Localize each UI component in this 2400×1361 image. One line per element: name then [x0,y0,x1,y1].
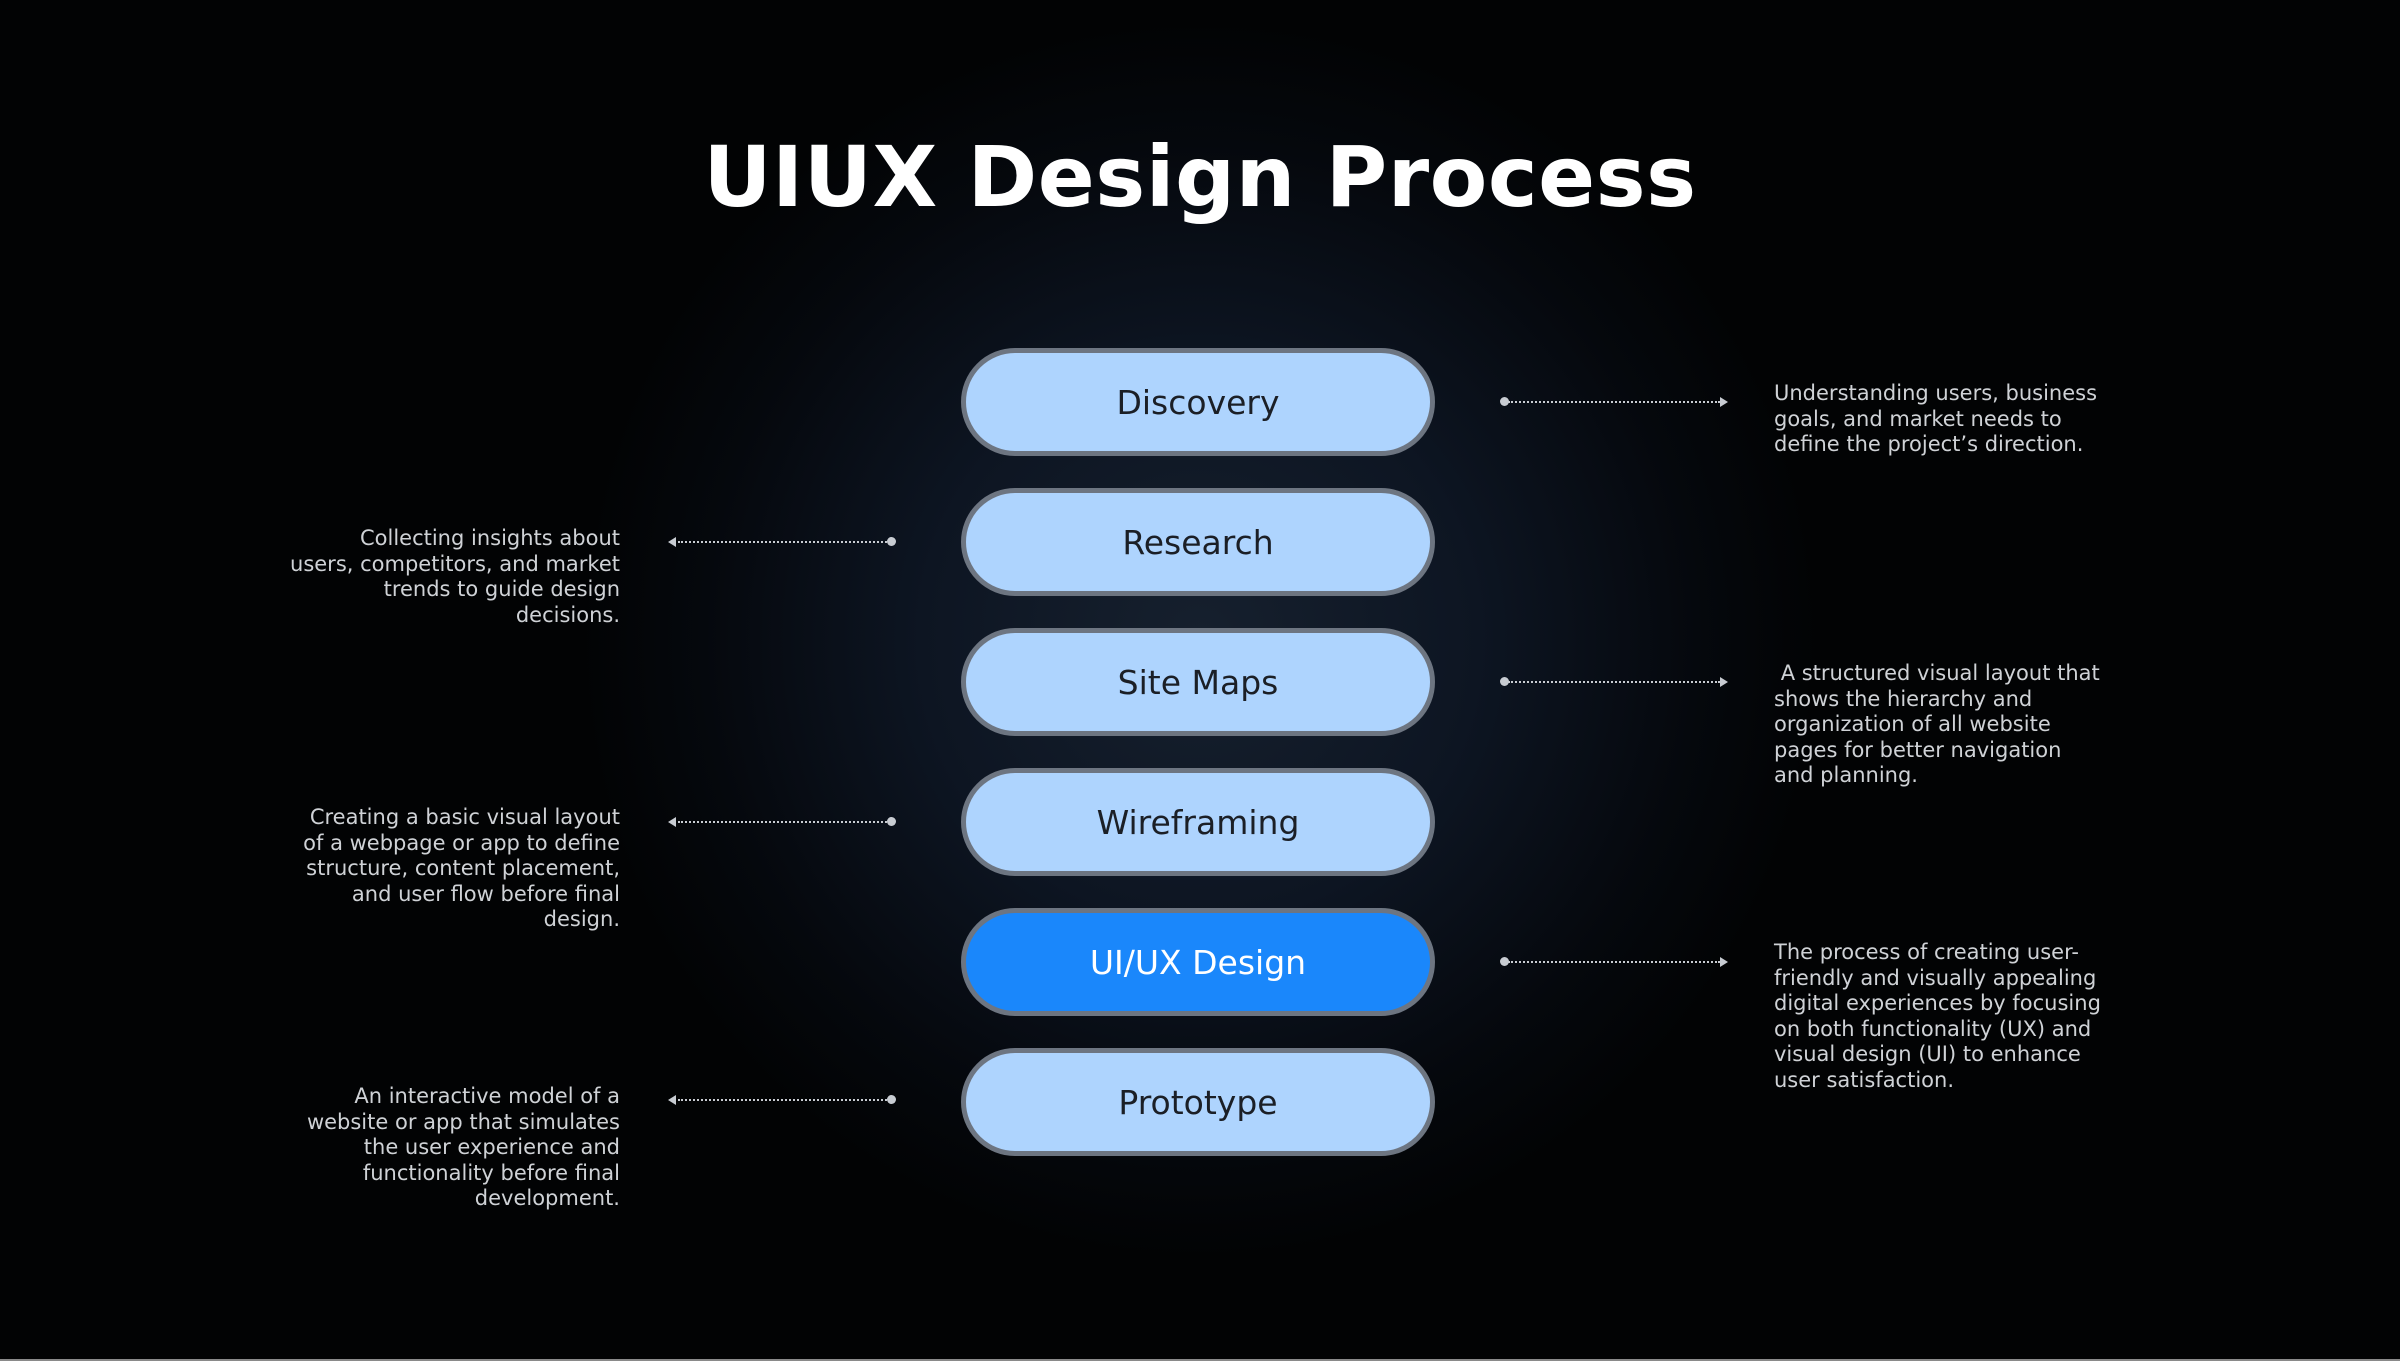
connector-dot-icon [887,1095,896,1104]
arrow-right-icon [1720,397,1728,407]
connector-dot-icon [1500,957,1509,966]
description-discovery: Understanding users, business goals, and… [1774,381,2098,456]
arrow-right-icon [1720,677,1728,687]
connector-dot-icon [1500,397,1509,406]
description-wireframing: Creating a basic visual layout of a webp… [303,805,620,931]
description-research: Collecting insights about users, competi… [290,526,620,627]
connector-discovery [1500,396,1730,408]
dotted-line [678,541,890,543]
dotted-line [678,1099,890,1101]
step-site-maps[interactable]: Site Maps [961,628,1435,736]
connector-ui-ux-design [1500,956,1730,968]
connector-dot-icon [887,537,896,546]
step-discovery[interactable]: Discovery [961,348,1435,456]
description-site-maps: A structured visual layout that shows th… [1774,661,2107,787]
connector-prototype [668,1094,898,1106]
arrow-left-icon [668,817,676,827]
step-wireframing[interactable]: Wireframing [961,768,1435,876]
description-prototype: An interactive model of a website or app… [306,1084,620,1210]
dotted-line [1508,961,1720,963]
connector-research [668,536,898,548]
connector-wireframing [668,816,898,828]
dotted-line [1508,401,1720,403]
arrow-left-icon [668,1095,676,1105]
connector-dot-icon [1500,677,1509,686]
step-ui-ux-design[interactable]: UI/UX Design [961,908,1435,1016]
dotted-line [1508,681,1720,683]
step-research[interactable]: Research [961,488,1435,596]
connector-site-maps [1500,676,1730,688]
page-title: UIUX Design Process [703,128,1697,226]
bottom-divider [0,1359,2400,1361]
arrow-left-icon [668,537,676,547]
dotted-line [678,821,890,823]
description-ui-ux-design: The process of creating user-friendly an… [1774,940,2101,1092]
arrow-right-icon [1720,957,1728,967]
step-prototype[interactable]: Prototype [961,1048,1435,1156]
connector-dot-icon [887,817,896,826]
